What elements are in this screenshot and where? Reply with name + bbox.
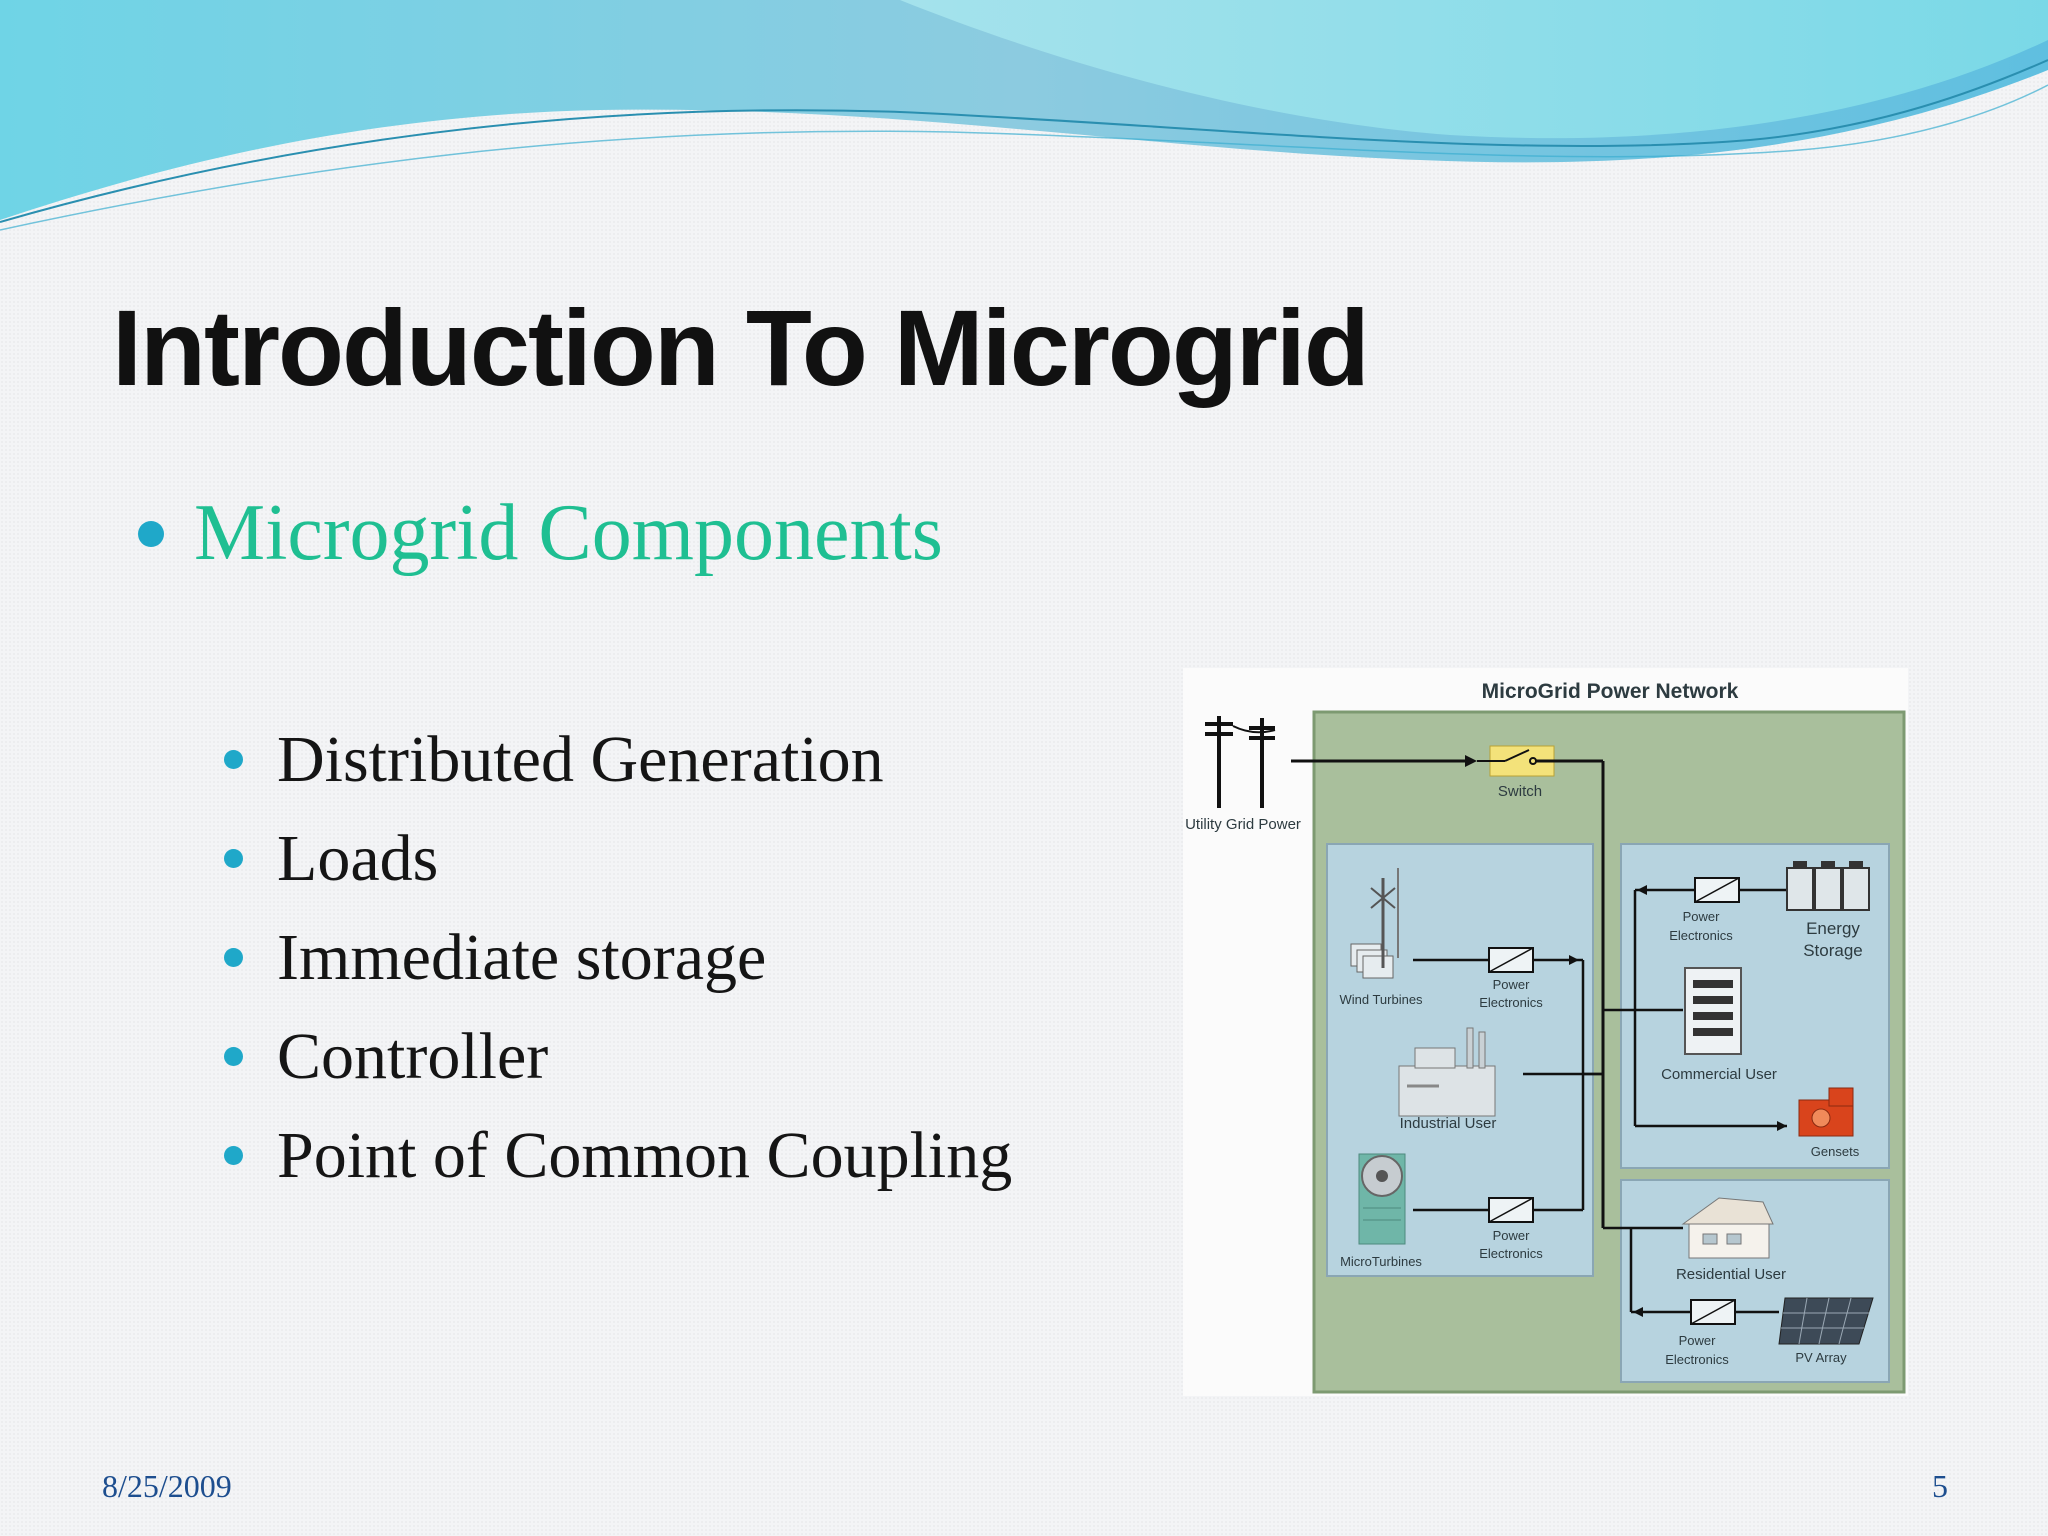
power-electronics-label: Electronics <box>1669 928 1733 943</box>
bullet-icon <box>224 1047 243 1066</box>
components-heading: Microgrid Components <box>138 488 943 579</box>
header-wave <box>0 0 2048 231</box>
solar-panel-icon <box>1778 1297 1874 1345</box>
residential-user-label: Residential User <box>1676 1266 1786 1283</box>
list-item: Controller <box>224 1007 1012 1106</box>
utility-label: Utility Grid Power <box>1185 816 1301 833</box>
energy-storage-label: Storage <box>1803 941 1863 960</box>
power-electronics-label: Power <box>1683 909 1721 924</box>
power-electronics-label: Power <box>1679 1333 1717 1348</box>
list-item: Distributed Generation <box>224 710 1012 809</box>
industrial-user-icon <box>1398 1027 1496 1117</box>
genset-icon <box>1798 1087 1854 1137</box>
power-electronics-label: Electronics <box>1479 995 1543 1010</box>
energy-storage-label: Energy <box>1806 919 1860 938</box>
bullet-icon <box>224 750 243 769</box>
slide-title: Introduction To Microgrid <box>112 287 1370 408</box>
slide-date: 8/25/2009 <box>102 1468 232 1504</box>
utility-pole-icon <box>1205 716 1276 808</box>
pv-array-label: PV Array <box>1795 1350 1847 1365</box>
power-electronics-label: Power <box>1493 1228 1531 1243</box>
bullet-icon <box>224 1146 243 1165</box>
list-item: Loads <box>224 809 1012 908</box>
gensets-label: Gensets <box>1811 1144 1860 1159</box>
bullet-icon <box>224 849 243 868</box>
microturbine-icon <box>1358 1153 1406 1245</box>
wind-turbine-icon <box>1350 868 1399 979</box>
list-item: Point of Common Coupling <box>224 1106 1012 1205</box>
power-electronics-label: Power <box>1493 977 1531 992</box>
microgrid-diagram: MicroGrid Power Network Utility Grid Pow… <box>1183 668 1908 1396</box>
components-heading-text: Microgrid Components <box>194 489 943 577</box>
battery-icon <box>1786 861 1870 911</box>
diagram-title: MicroGrid Power Network <box>1482 680 1739 703</box>
house-icon <box>1681 1197 1774 1259</box>
commercial-building-icon <box>1684 967 1742 1055</box>
wind-turbines-label: Wind Turbines <box>1339 992 1423 1007</box>
power-electronics-label: Electronics <box>1665 1352 1729 1367</box>
industrial-user-label: Industrial User <box>1400 1115 1497 1132</box>
slide-number: 5 <box>1932 1468 1948 1504</box>
list-item-text: Immediate storage <box>277 920 767 994</box>
microturbines-label: MicroTurbines <box>1340 1254 1422 1269</box>
bullet-icon <box>224 948 243 967</box>
list-item-text: Point of Common Coupling <box>277 1118 1013 1192</box>
list-item-text: Loads <box>277 821 439 895</box>
switch-label: Switch <box>1498 783 1542 800</box>
power-electronics-label: Electronics <box>1479 1246 1543 1261</box>
commercial-user-label: Commercial User <box>1661 1066 1777 1083</box>
bullet-icon <box>138 520 164 547</box>
list-item: Immediate storage <box>224 908 1012 1007</box>
components-list: Distributed Generation Loads Immediate s… <box>224 710 1012 1205</box>
list-item-text: Controller <box>277 1019 549 1093</box>
list-item-text: Distributed Generation <box>277 722 884 796</box>
